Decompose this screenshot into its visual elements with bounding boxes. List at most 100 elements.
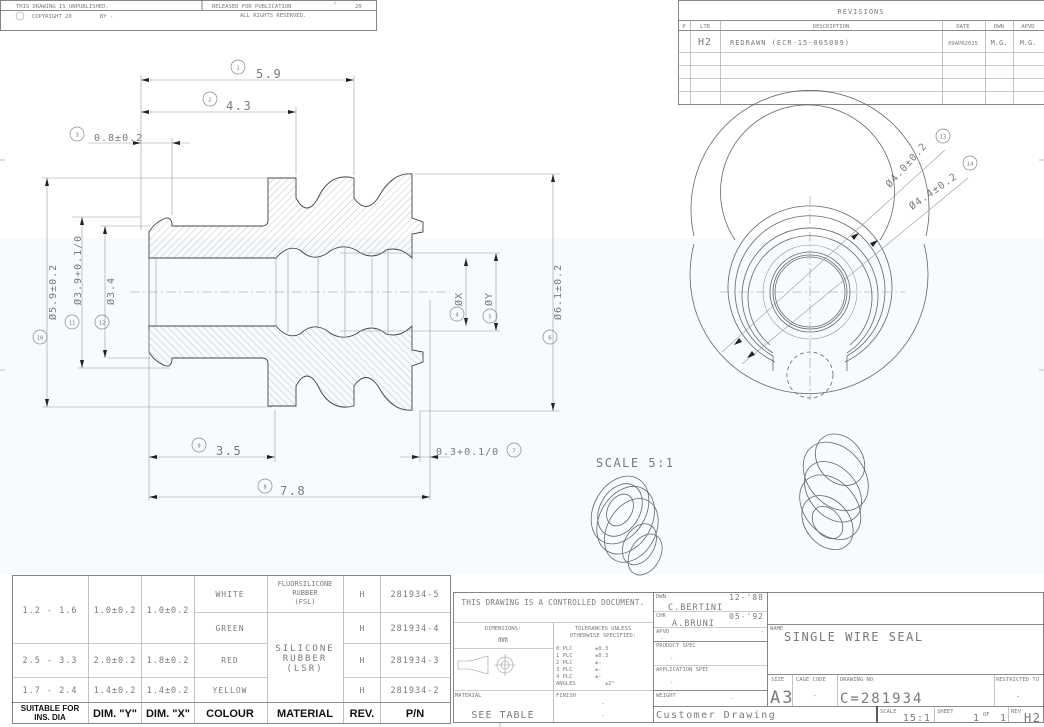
copyright-note: COPYRIGHT 20 [32, 14, 72, 20]
svg-text:H: H [360, 656, 365, 665]
svg-text:10: 10 [37, 336, 44, 342]
svg-text:ANGLES: ANGLES [556, 681, 576, 687]
svg-text:14: 14 [967, 162, 974, 168]
dwn-name: C.BERTINI [668, 603, 723, 613]
svg-text:1.2 - 1.6: 1.2 - 1.6 [22, 606, 77, 616]
dim-8: 7.8 [280, 484, 306, 498]
cage-code-label: CAGE CODE [796, 677, 826, 683]
rev-description: REDRAWN (ECR-15-005089) [730, 39, 850, 47]
svg-text:1.8±0.2: 1.8±0.2 [147, 656, 190, 666]
balloon-5: 5 [482, 308, 498, 324]
rev-col-p: P [682, 24, 686, 30]
svg-text:6: 6 [548, 336, 551, 342]
svg-text:±-: ±- [595, 667, 602, 673]
svg-text:±2°: ±2° [605, 681, 615, 687]
dim-10: Ø5.9±0.2 [47, 264, 59, 320]
svg-text:DIM. "Y": DIM. "Y" [93, 708, 137, 720]
svg-text:5: 5 [488, 315, 491, 321]
table-row: 2.5 - 3.3 2.0±0.2 1.8±0.2 RED H 281934-3 [22, 656, 438, 666]
svg-text:YELLOW: YELLOW [213, 686, 248, 695]
svg-text:2 PLC: 2 PLC [556, 660, 573, 666]
svg-text:2: 2 [208, 98, 211, 104]
drawing-no-label: DRAWING NO [840, 677, 873, 683]
svg-text:2.0±0.2: 2.0±0.2 [94, 656, 137, 666]
dimensions-label: DIMENSIONS: [485, 626, 521, 632]
customer-drawing-label: Customer Drawing [656, 710, 776, 721]
svg-text:2.5 - 3.3: 2.5 - 3.3 [22, 656, 77, 666]
material-value: SEE TABLE [471, 710, 534, 721]
balloon-12: 12 [94, 314, 110, 330]
revisions-title: REVISIONS [838, 8, 885, 16]
section-view [130, 173, 450, 411]
svg-text:SUITABLE FOR: SUITABLE FOR [21, 704, 80, 713]
svg-text:1: 1 [236, 66, 239, 72]
application-spec-label: APPLICATION SPEC [656, 667, 709, 673]
tinted-region [0, 238, 1044, 574]
svg-text:8: 8 [263, 485, 266, 491]
svg-text:1.4±0.2: 1.4±0.2 [94, 686, 137, 696]
svg-text:3 PLC: 3 PLC [556, 667, 573, 673]
dim-6: Ø6.1±0.2 [552, 264, 564, 320]
balloon-3: 3 [69, 126, 85, 142]
drawing-number: C=281934 [840, 691, 923, 707]
apvd-label: APVD [656, 629, 669, 635]
svg-text:±-: ±- [595, 660, 602, 666]
balloon-11: 11 [64, 314, 80, 330]
dim-3: 0.8±0.2 [94, 133, 143, 144]
material-label: MATERIAL [455, 693, 482, 699]
dim-4: ØX [453, 292, 465, 306]
svg-text:9: 9 [197, 444, 200, 450]
balloon-4: 4 [449, 306, 465, 322]
svg-text:REV.: REV. [350, 708, 375, 720]
svg-text:1 PLC: 1 PLC [556, 653, 573, 659]
svg-text:H: H [360, 686, 365, 695]
rev-col-date: DATE [956, 24, 969, 30]
svg-text:GREEN: GREEN [215, 624, 244, 633]
svg-text:12: 12 [99, 321, 106, 327]
rev-value: H2 [1024, 711, 1041, 725]
dim-9: 3.5 [216, 444, 242, 458]
application-spec-value: - [670, 680, 673, 686]
balloon-10: 10 [32, 329, 48, 345]
chk-label: CHK [656, 613, 667, 619]
cage-code-value: - [813, 692, 817, 700]
balloon-1: 1 [230, 59, 246, 75]
tolerances-label-2: OTHERWISE SPECIFIED: [570, 633, 636, 639]
rev-col-description: DESCRIPTION [813, 24, 849, 30]
svg-text:1.0±0.2: 1.0±0.2 [94, 606, 137, 616]
isometric-view-rear [799, 433, 869, 550]
svg-text:±0.3: ±0.3 [595, 646, 608, 652]
svg-text:7: 7 [512, 449, 515, 455]
tolerance-list: 0 PLC±0.3 1 PLC±0.3 2 PLC±- 3 PLC±- 4 PL… [556, 646, 615, 687]
rights-note: ALL RIGHTS RESERVED. [240, 13, 306, 19]
title-block: THIS DRAWING IS A CONTROLLED DOCUMENT. D… [453, 592, 1044, 725]
dimension-arrows [45, 78, 555, 499]
svg-text:RUBBER: RUBBER [283, 654, 328, 664]
rev-col-apvd: APVD [1021, 24, 1034, 30]
of-value: 1 [1000, 713, 1007, 724]
dim-12: Ø3.4 [105, 277, 117, 305]
dwn-date: 12-'88 [729, 593, 764, 602]
svg-text:13: 13 [940, 135, 947, 141]
sheet-value: 1 [973, 713, 980, 724]
balloon-14: 14 [962, 155, 978, 171]
svg-text:1.7 - 2.4: 1.7 - 2.4 [22, 686, 77, 696]
svg-text:DIM. "X": DIM. "X" [146, 708, 190, 720]
unpublished-note: THIS DRAWING IS UNPUBLISHED. [16, 4, 109, 10]
of-label: OF [983, 712, 990, 718]
weight-value: - [730, 696, 733, 702]
svg-text:1.4±0.2: 1.4±0.2 [147, 686, 190, 696]
projection-symbol-icon [457, 654, 516, 676]
svg-text:SILICONE: SILICONE [275, 644, 334, 654]
finish-label: FINISH [556, 693, 576, 699]
units-value: mm [498, 635, 508, 644]
balloon-2: 2 [202, 91, 218, 107]
rev-col-ltr: LTR [700, 24, 711, 30]
released-note: RELEASED FOR PUBLICATION [212, 4, 291, 10]
svg-text:281934-5: 281934-5 [391, 590, 440, 600]
name-label: NAME [770, 626, 783, 632]
balloon-7: 7 [506, 442, 522, 458]
svg-text:±0.3: ±0.3 [595, 653, 608, 659]
restricted-value: - [1016, 693, 1020, 701]
size-value: A3 [770, 688, 794, 708]
